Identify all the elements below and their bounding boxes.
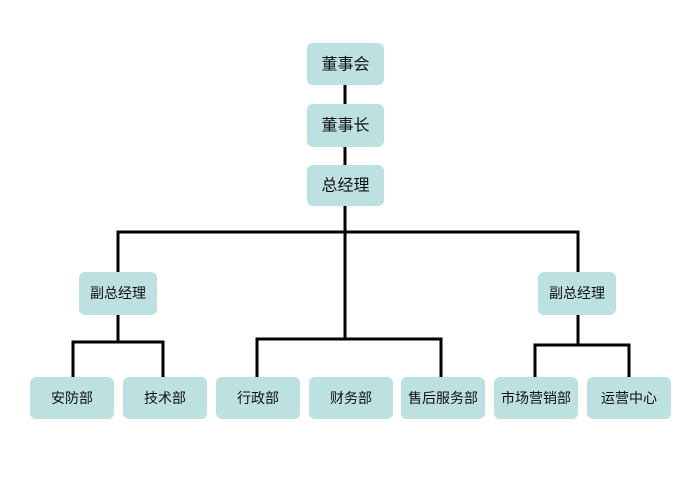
node-deputy-left: 副总经理: [79, 272, 157, 315]
node-after-sales-box: [401, 377, 485, 419]
node-tech-box: [123, 377, 207, 419]
node-finance-box: [309, 377, 393, 419]
node-security: 安防部: [30, 377, 114, 419]
node-marketing-box: [494, 377, 578, 419]
node-deputy-right-label: 副总经理: [549, 286, 605, 302]
node-operations: 运营中心: [587, 377, 671, 419]
node-after-sales-label: 售后服务部: [408, 391, 478, 407]
edge-deputy-right-branch: [533, 343, 631, 379]
node-gm-label: 总经理: [321, 176, 369, 195]
node-admin-box: [216, 377, 300, 419]
node-tech-label: 技术部: [144, 391, 186, 407]
node-security-box: [30, 377, 114, 419]
node-deputy-left-label: 副总经理: [90, 286, 146, 302]
node-gm-box: [307, 165, 384, 206]
node-deputy-right: 副总经理: [538, 272, 616, 315]
node-admin-label: 行政部: [237, 391, 279, 407]
node-board-label: 董事会: [321, 55, 369, 74]
node-after-sales: 售后服务部: [401, 377, 485, 419]
node-marketing: 市场营销部: [494, 377, 578, 419]
node-operations-label: 运营中心: [601, 391, 657, 407]
edge-deputy-left-branch: [71, 340, 165, 379]
node-board: 董事会: [307, 43, 384, 85]
edge-gm-departments: [255, 337, 443, 379]
node-deputy-right-box: [538, 272, 616, 315]
node-operations-box: [587, 377, 671, 419]
node-board-box: [307, 43, 384, 85]
node-deputy-left-box: [79, 272, 157, 315]
node-chairman-box: [307, 104, 384, 147]
node-gm: 总经理: [307, 165, 384, 206]
node-finance: 财务部: [309, 377, 393, 419]
node-chairman-label: 董事长: [321, 116, 369, 135]
node-tech: 技术部: [123, 377, 207, 419]
node-chairman: 董事长: [307, 104, 384, 147]
edge-gm-deputies: [116, 230, 580, 274]
node-security-label: 安防部: [51, 391, 93, 407]
node-marketing-label: 市场营销部: [501, 390, 571, 407]
node-admin: 行政部: [216, 377, 300, 419]
connector-lines: [71, 83, 631, 379]
node-finance-label: 财务部: [330, 391, 372, 407]
